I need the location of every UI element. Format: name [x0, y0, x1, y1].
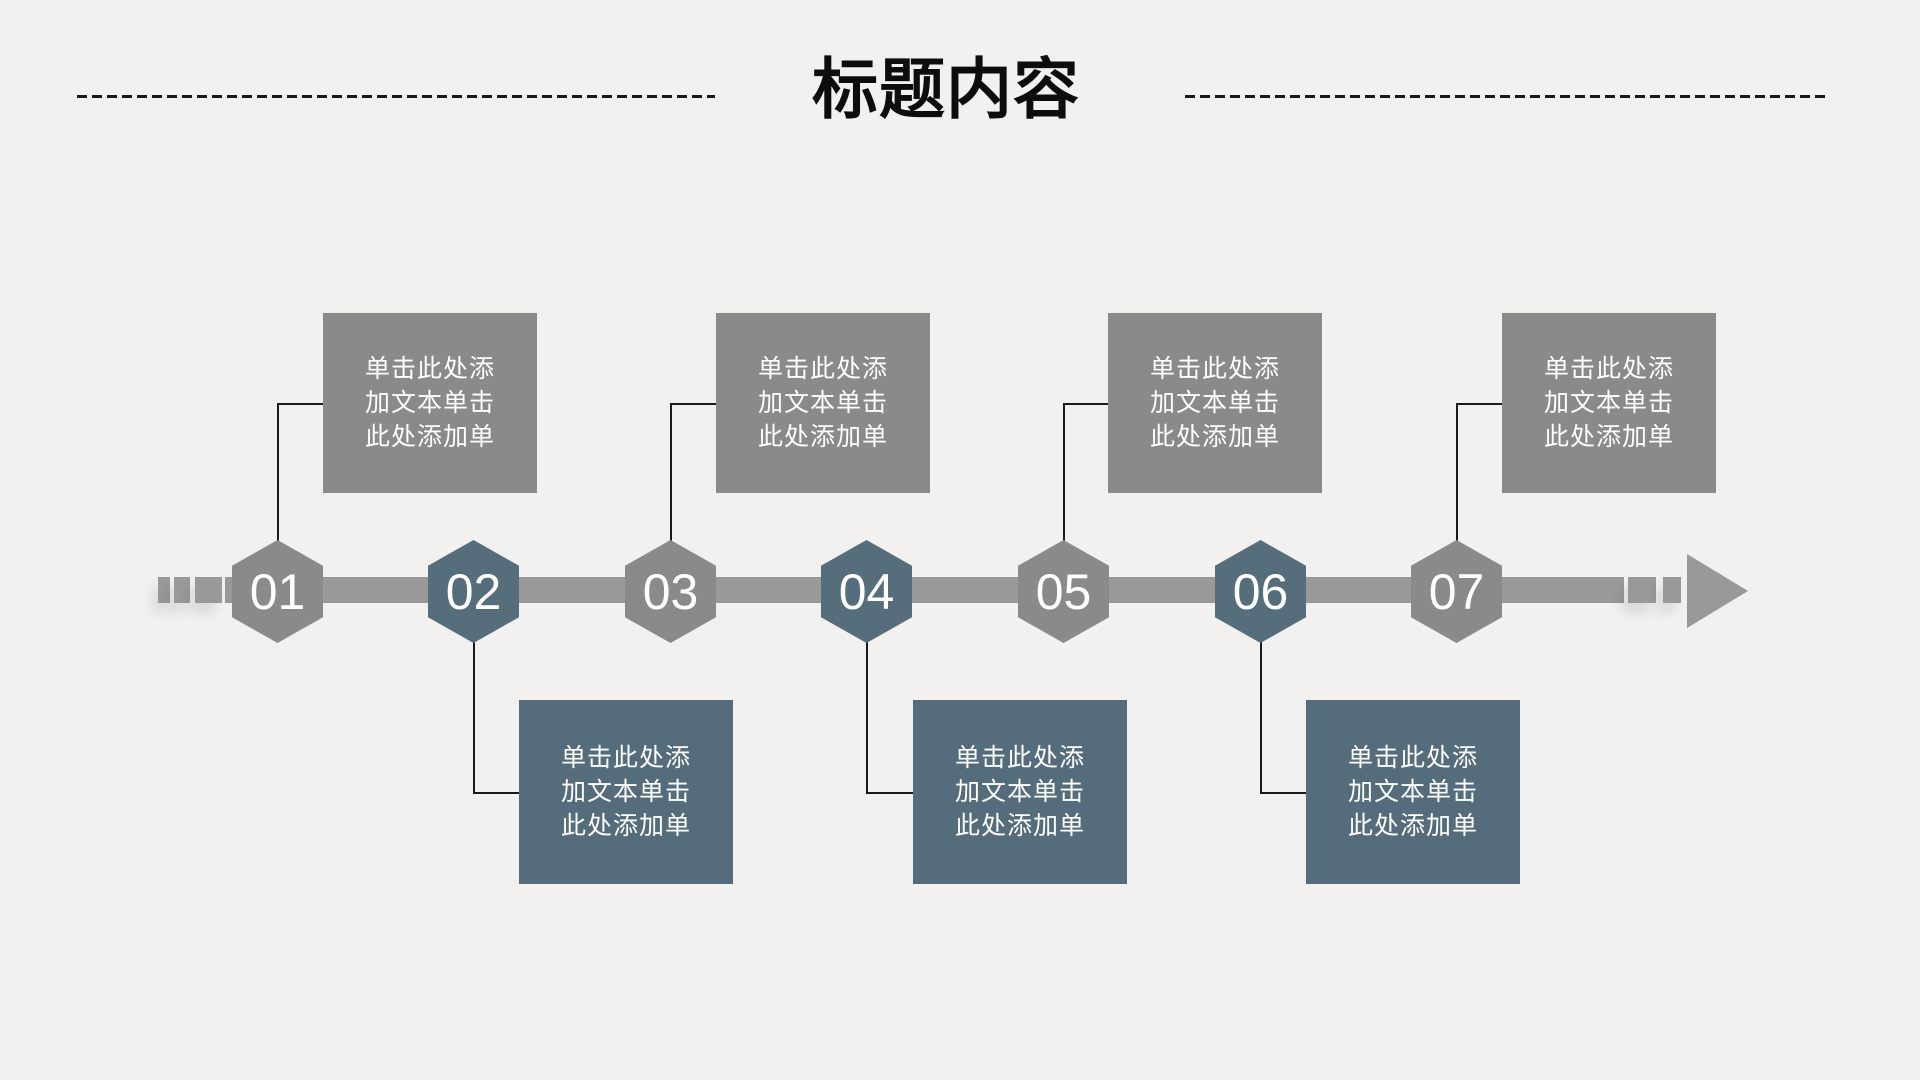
text-line: 单击此处添	[954, 743, 1085, 772]
text-line: 单击此处添	[364, 354, 495, 383]
hexagon-step-06: 06	[1215, 540, 1306, 643]
text-line: 单击此处添	[1347, 743, 1478, 772]
text-box-step-05[interactable]: 单击此处添 加文本单击 此处添加单	[1108, 313, 1322, 493]
text-line: 加文本单击	[954, 777, 1085, 806]
text-box-step-07[interactable]: 单击此处添 加文本单击 此处添加单	[1502, 313, 1716, 493]
step-number: 04	[838, 563, 895, 620]
text-line: 此处添加单	[1543, 422, 1674, 451]
hexagon-step-07: 07	[1411, 540, 1502, 643]
step-number: 06	[1232, 563, 1289, 620]
connector-step-04	[866, 642, 915, 794]
text-line: 此处添加单	[1347, 811, 1478, 840]
title-dashed-rule-left	[77, 95, 715, 98]
text-line: 单击此处添	[757, 354, 888, 383]
step-number: 05	[1035, 563, 1092, 620]
slide-title[interactable]: 标题内容	[812, 52, 1080, 126]
timeline-arrow-head-icon	[1687, 554, 1748, 628]
timeline-start-dash	[174, 577, 190, 603]
timeline-start-dash	[158, 577, 170, 603]
hexagon-step-05: 05	[1018, 540, 1109, 643]
text-line: 加文本单击	[757, 388, 888, 417]
step-number: 03	[642, 563, 699, 620]
text-line: 此处添加单	[757, 422, 888, 451]
text-line: 单击此处添	[1543, 354, 1674, 383]
connector-step-06	[1260, 642, 1308, 794]
text-line: 此处添加单	[954, 811, 1085, 840]
text-line: 加文本单击	[364, 388, 495, 417]
text-line: 加文本单击	[560, 777, 691, 806]
text-box-step-04[interactable]: 单击此处添 加文本单击 此处添加单	[913, 700, 1127, 884]
text-box-step-01[interactable]: 单击此处添 加文本单击 此处添加单	[323, 313, 537, 493]
timeline-end-dash	[1628, 577, 1656, 603]
hexagon-step-01: 01	[232, 540, 323, 643]
text-line: 单击此处添	[1149, 354, 1280, 383]
hexagon-step-02: 02	[428, 540, 519, 643]
text-line: 加文本单击	[1543, 388, 1674, 417]
step-number: 01	[249, 563, 306, 620]
connector-step-03	[670, 403, 718, 543]
timeline-end-dash	[1663, 577, 1681, 603]
text-line: 此处添加单	[560, 811, 691, 840]
step-number: 07	[1428, 563, 1485, 620]
text-box-step-03[interactable]: 单击此处添 加文本单击 此处添加单	[716, 313, 930, 493]
connector-step-05	[1063, 403, 1110, 543]
timeline-start-dash	[195, 577, 222, 603]
hexagon-step-03: 03	[625, 540, 716, 643]
text-line: 此处添加单	[1149, 422, 1280, 451]
connector-step-07	[1456, 403, 1504, 543]
hexagon-step-04: 04	[821, 540, 912, 643]
text-line: 此处添加单	[364, 422, 495, 451]
connector-step-02	[473, 642, 521, 794]
title-dashed-rule-right	[1185, 95, 1825, 98]
text-line: 加文本单击	[1149, 388, 1280, 417]
text-box-step-06[interactable]: 单击此处添 加文本单击 此处添加单	[1306, 700, 1520, 884]
text-line: 加文本单击	[1347, 777, 1478, 806]
step-number: 02	[445, 563, 502, 620]
text-line: 单击此处添	[560, 743, 691, 772]
text-box-step-02[interactable]: 单击此处添 加文本单击 此处添加单	[519, 700, 733, 884]
connector-step-01	[277, 403, 325, 543]
